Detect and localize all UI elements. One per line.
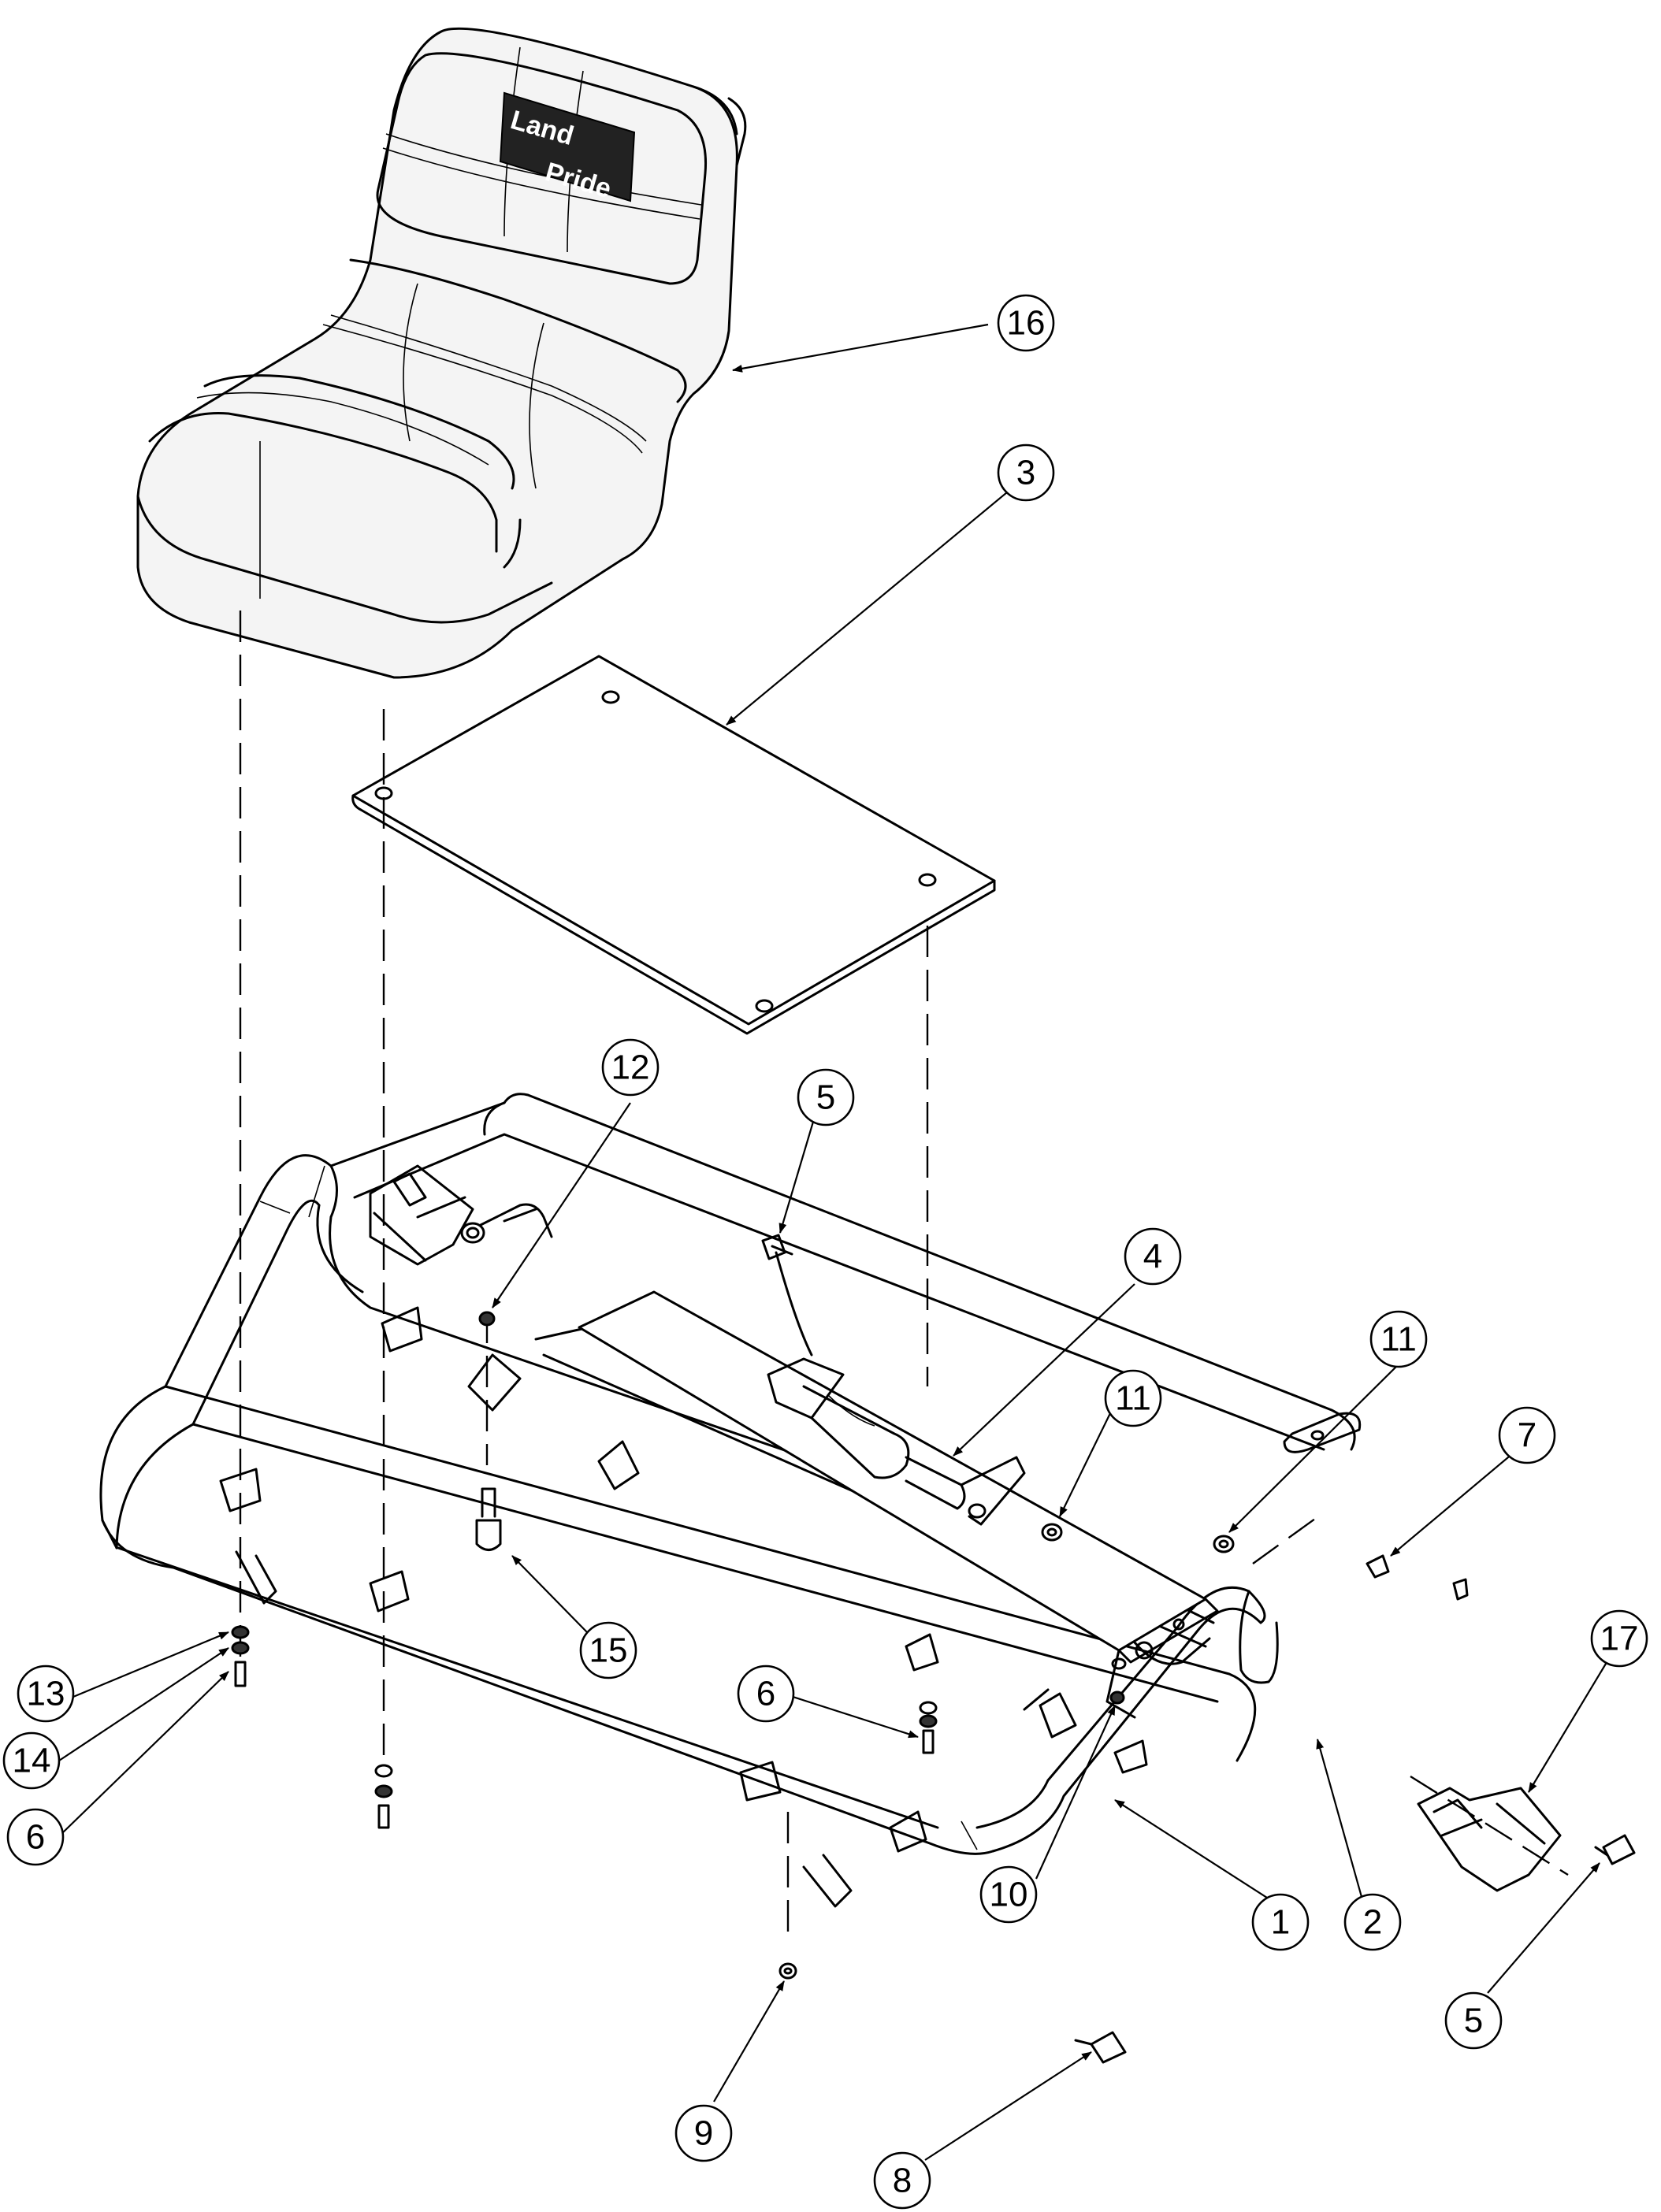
slide-rail [479, 1203, 553, 1238]
svg-text:3: 3 [1016, 454, 1035, 492]
svg-text:11: 11 [1115, 1379, 1151, 1418]
callout-bubble-5-lower: 5 [1444, 1991, 1503, 2050]
callout-bubble-2: 2 [1343, 1893, 1402, 1951]
callout-bubble-11-right: 11 [1369, 1310, 1428, 1368]
seat-pan-plate-part-3 [351, 655, 996, 1035]
svg-text:5: 5 [1464, 2002, 1483, 2040]
svg-text:16: 16 [1007, 304, 1046, 343]
callout-bubble-12: 12 [601, 1038, 660, 1097]
svg-text:9: 9 [694, 2114, 713, 2153]
callout-bubble-17: 17 [1590, 1609, 1648, 1668]
svg-text:13: 13 [27, 1675, 65, 1713]
seat-part-16: Land Pride [136, 27, 747, 679]
callout-leaders [58, 1102, 1616, 2161]
svg-text:1: 1 [1271, 1903, 1290, 1942]
seat-frame-part-1 [99, 1093, 1362, 1855]
callout-bubble-3: 3 [997, 444, 1055, 502]
callout-bubble-1: 1 [1251, 1893, 1310, 1951]
callout-bubble-11-left: 11 [1104, 1369, 1162, 1427]
svg-text:15: 15 [589, 1631, 628, 1670]
svg-text:8: 8 [893, 2162, 912, 2200]
callout-bubble-9: 9 [674, 2104, 733, 2162]
seat-slider-left [369, 1164, 485, 1266]
svg-text:12: 12 [611, 1048, 650, 1087]
leader-line-3 [726, 492, 1008, 726]
callout-bubble-14: 14 [2, 1731, 61, 1790]
svg-text:6: 6 [756, 1675, 775, 1713]
gas-shock-part-4 [767, 1251, 1026, 1526]
svg-text:6: 6 [26, 1818, 45, 1857]
callout-bubble-8: 8 [873, 2151, 931, 2210]
svg-text:2: 2 [1363, 1903, 1382, 1942]
callout-bubble-15: 15 [579, 1621, 637, 1679]
callout-bubble-16: 16 [997, 294, 1055, 352]
mounting-tabs [219, 1306, 1148, 1908]
hardware-bolts [231, 1234, 1636, 2064]
center-support-plate [578, 1290, 1219, 1719]
callout-bubble-6-center: 6 [737, 1665, 795, 1723]
land-pride-logo: Land Pride [499, 91, 636, 204]
svg-text:11: 11 [1380, 1320, 1417, 1359]
callout-bubble-7: 7 [1498, 1406, 1556, 1464]
svg-text:17: 17 [1600, 1620, 1639, 1658]
svg-text:5: 5 [816, 1078, 835, 1117]
callout-bubble-6-left: 6 [6, 1808, 65, 1866]
svg-text:14: 14 [13, 1742, 51, 1780]
callout-bubble-13: 13 [17, 1665, 75, 1723]
svg-text:4: 4 [1143, 1238, 1162, 1276]
svg-text:7: 7 [1518, 1416, 1537, 1455]
callout-bubble-4: 4 [1124, 1227, 1182, 1286]
svg-text:10: 10 [990, 1876, 1028, 1914]
callout-bubble-5-upper: 5 [797, 1068, 855, 1126]
seat-slider-part-17 [1417, 1787, 1562, 1892]
callout-bubble-10: 10 [979, 1865, 1038, 1924]
leader-line-16 [732, 323, 989, 373]
